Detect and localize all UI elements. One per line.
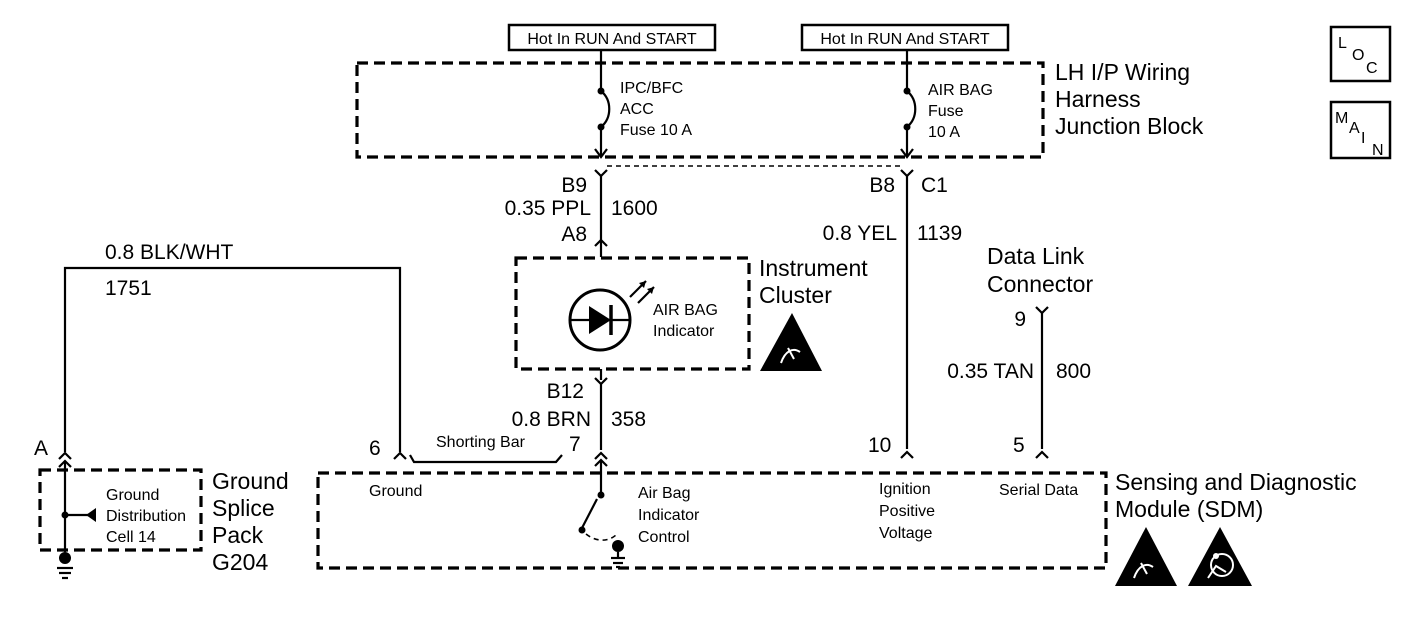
sdm-control-label-3: Control [638,529,690,546]
sdm-control-label-2: Indicator [638,507,700,524]
hot-label-left-text: Hot In RUN And START [527,31,696,48]
wire-1600-circuit: 1600 [611,197,658,220]
loc-icon[interactable]: L O C [1329,25,1392,83]
indicator-label-2: Indicator [653,323,715,340]
sdm-ground-label: Ground [369,483,422,500]
pin-9: 9 [1014,308,1026,331]
ground-splice-inner-2: Distribution [106,508,186,525]
svg-text:N: N [1372,142,1384,159]
ground-splice-inner-3: Cell 14 [106,529,156,546]
indicator-label-1: AIR BAG [653,302,718,319]
ground-splice-title-1: Ground [212,468,289,494]
svg-text:A: A [1349,120,1360,137]
ground-splice-inner-1: Ground [106,487,159,504]
ground-splice-title-2: Splice [212,495,275,521]
fuse-left-label-2: ACC [620,101,654,118]
wire-1139-circuit: 1139 [917,222,962,245]
svg-text:L: L [1338,35,1347,52]
wire-1751-color: 0.8 BLK/WHT [105,241,234,264]
fuse-right-label-3: 10 A [928,124,960,141]
instrument-cluster-outline [514,256,751,371]
shorting-bar-label: Shorting Bar [436,434,526,451]
pin-b12: B12 [547,380,584,403]
ground-splice-outline [38,468,203,552]
junction-block-title-2: Harness [1055,86,1141,112]
svg-text:I: I [1361,130,1365,147]
pin-c1: C1 [921,174,948,197]
fuse-right [900,50,917,159]
wire-358-color: 0.8 BRN [512,408,591,431]
fuse-left-label-3: Fuse 10 A [620,122,692,139]
ground-splice-title-4: G204 [212,549,268,575]
fuse-right-label-2: Fuse [928,103,964,120]
sdm-ign-label-2: Positive [879,503,935,520]
wire-1139-color: 0.8 YEL [823,222,897,245]
wire-1600-color: 0.35 PPL [505,197,591,220]
ground-splice-title-3: Pack [212,522,264,548]
sdm-serial-label: Serial Data [999,482,1078,499]
wire-1751 [58,266,407,460]
fuse-left-label-1: IPC/BFC [620,80,683,97]
pin-b8: B8 [869,174,895,197]
pin-b9: B9 [561,174,587,197]
wire-800-circuit: 800 [1056,360,1091,383]
sdm-pin-6: 6 [369,437,381,460]
wire-1139 [900,169,914,459]
fuse-left [594,50,611,159]
wire-800-color: 0.35 TAN [947,360,1034,383]
sdm-airbag-warning-icon [1188,527,1252,586]
sdm-pin-5: 5 [1013,434,1025,457]
esd-warning-icon [760,313,822,371]
shorting-bar [409,454,563,464]
wire-358 [594,369,608,460]
svg-text:C: C [1366,60,1378,77]
wire-800 [1035,306,1049,459]
wire-1751-circuit: 1751 [105,277,152,300]
indicator-control-switch-icon [578,458,625,569]
junction-block-outline [355,61,1045,159]
main-icon[interactable]: M A I N [1329,100,1392,160]
hot-label-right: Hot In RUN And START [800,23,1010,52]
sdm-ign-label-1: Ignition [879,481,931,498]
hot-label-left: Hot In RUN And START [507,23,717,52]
data-link-title-1: Data Link [987,243,1085,269]
wire-1600 [594,169,608,257]
data-link-title-2: Connector [987,271,1093,297]
fuse-right-label-1: AIR BAG [928,82,993,99]
sdm-pin-7: 7 [569,433,581,456]
pin-a: A [34,437,48,460]
air-bag-indicator-led-icon [568,280,655,352]
instrument-cluster-title-2: Cluster [759,282,832,308]
svg-text:M: M [1335,110,1348,127]
junction-block-title-1: LH I/P Wiring [1055,59,1190,85]
sdm-ign-label-3: Voltage [879,525,932,542]
sdm-title-2: Module (SDM) [1115,496,1263,522]
wire-358-circuit: 358 [611,408,646,431]
sdm-outline [316,471,1108,570]
sdm-esd-warning-icon [1115,527,1177,586]
svg-text:O: O [1352,47,1364,64]
sdm-control-label-1: Air Bag [638,485,690,502]
sdm-title-1: Sensing and Diagnostic [1115,469,1357,495]
sdm-pin-10: 10 [868,434,891,457]
pin-a8: A8 [561,223,587,246]
ground-splice-wiring [57,459,96,580]
instrument-cluster-title-1: Instrument [759,255,868,281]
hot-label-right-text: Hot In RUN And START [820,31,989,48]
junction-block-title-3: Junction Block [1055,113,1204,139]
